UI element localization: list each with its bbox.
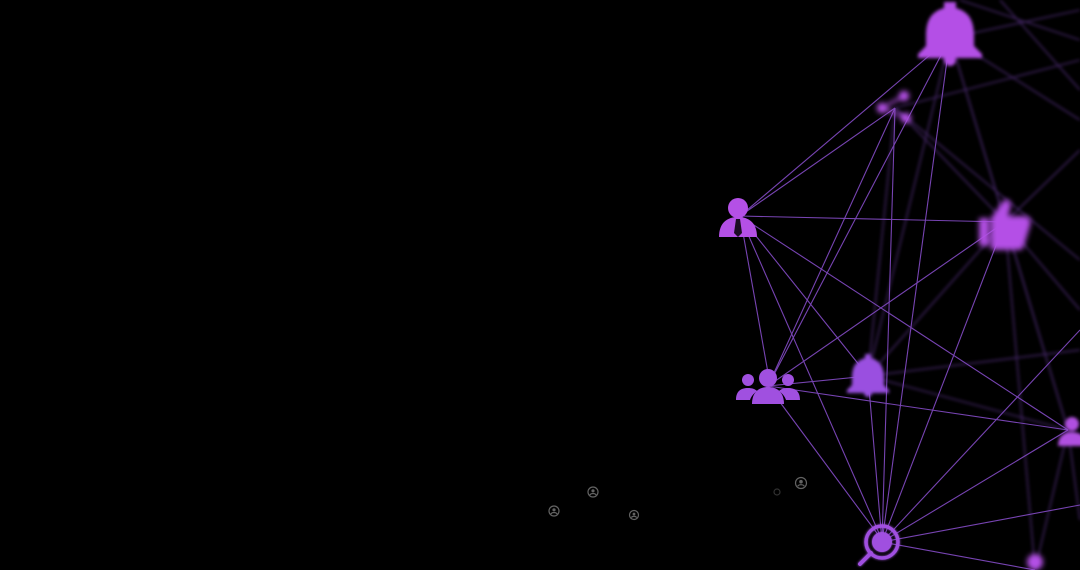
user-circle-icon [628,509,640,521]
person-icon [1058,417,1080,446]
user-circle-icon [587,486,599,498]
user-circle-icon [548,505,560,517]
share-icon [876,90,912,124]
thumbs-up-icon [979,199,1031,250]
user-circle-icon [773,488,781,496]
person-icon [1027,554,1043,570]
small-user-icons [548,476,808,521]
connection-lines [739,37,1080,570]
bell-icon [847,354,889,397]
person-icon [719,198,757,237]
search-icon [858,524,900,566]
user-circle-icon [794,476,808,490]
bell-icon [918,2,982,66]
connection-lines-far [867,0,1080,570]
group-icon [736,369,800,404]
